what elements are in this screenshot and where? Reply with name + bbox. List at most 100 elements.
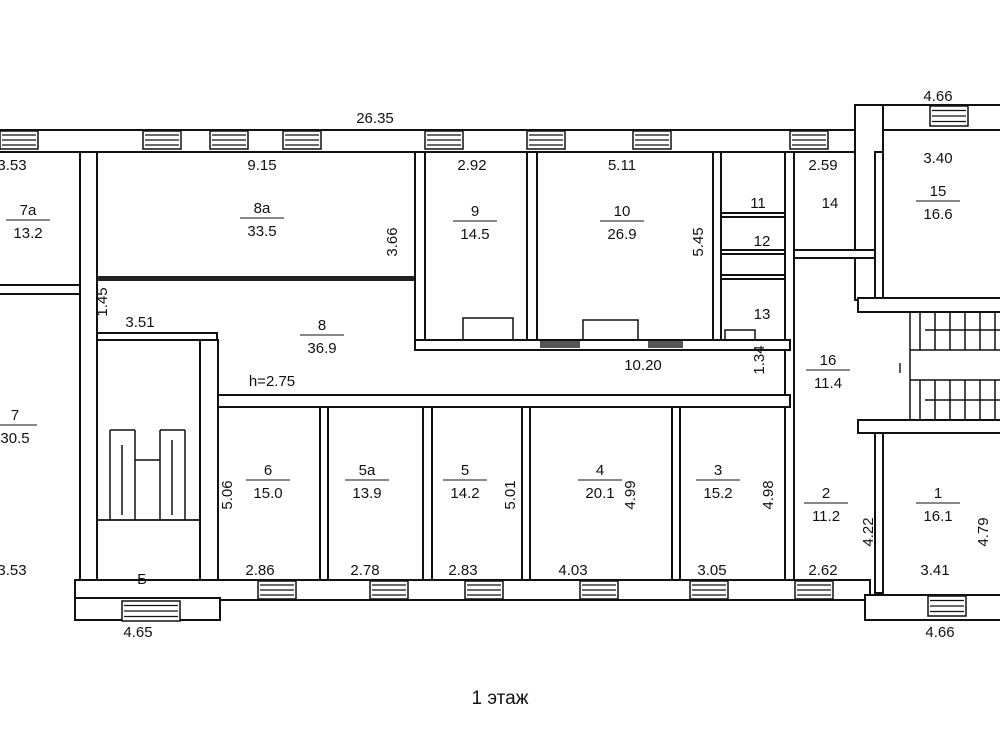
dimension-label: 10.20 (624, 357, 662, 374)
window (464, 580, 504, 600)
dimensions: 26.35 4.66 3.53 9.15 2.92 5.11 2.59 3.40 3.66 5.4… (0, 88, 992, 641)
rooms: 7a13.2730.58a33.5836.9914.51026.91112131… (0, 183, 960, 588)
dimension-label: 4.65 (123, 624, 152, 641)
room-area: 16.1 (923, 508, 952, 525)
room-area: 11.4 (814, 375, 842, 392)
room-area: 15.2 (703, 485, 732, 502)
room-5: 514.2 (443, 462, 487, 502)
dimension-label: 2.86 (245, 562, 274, 579)
room-16: 16 11.4 (806, 352, 850, 392)
room-area: 20.1 (585, 485, 614, 502)
room-I: I (898, 360, 902, 377)
dimension-label: 4.22 (860, 517, 877, 546)
room-number: 10 (614, 203, 631, 220)
room-number: I (898, 360, 902, 377)
window (369, 580, 409, 600)
room-1: 116.1 (916, 485, 960, 525)
room-13: 13 (754, 306, 771, 323)
window (789, 130, 829, 150)
dimension-label: 4.66 (923, 88, 952, 105)
room-area: 13.9 (352, 485, 381, 502)
window (209, 130, 249, 150)
dimension-label: 5.01 (502, 480, 519, 509)
room-8a: 8a 33.5 (240, 200, 284, 240)
dimension-label: 4.66 (925, 624, 954, 641)
window (526, 130, 566, 150)
window (927, 595, 967, 617)
room-number: Б (137, 571, 147, 588)
dimension-label: 3.05 (697, 562, 726, 579)
room-number: 8a (254, 200, 271, 217)
dimension-label: 3.66 (384, 227, 401, 256)
dimension-label: 2.62 (808, 562, 837, 579)
room-number: 1 (934, 485, 942, 502)
floor-plan: 7a13.2730.58a33.5836.9914.51026.91112131… (0, 88, 1000, 641)
window (929, 105, 969, 127)
room-number: 15 (930, 183, 947, 200)
room-number: 16 (820, 352, 837, 369)
dimension-label: 9.15 (247, 157, 276, 174)
room-area: 30.5 (0, 430, 29, 447)
window (142, 130, 182, 150)
room-number: 5a (359, 462, 376, 479)
dimension-label: 4.98 (760, 480, 777, 509)
dimension-label: 1.45 (94, 287, 111, 316)
room-number: 5 (461, 462, 469, 479)
window (424, 130, 464, 150)
window (0, 130, 39, 150)
window (794, 580, 834, 600)
window (579, 580, 619, 600)
room-area: 11.2 (812, 508, 840, 525)
dimension-label: 26.35 (356, 110, 394, 127)
room-area: 26.9 (607, 226, 636, 243)
window (632, 130, 672, 150)
dimension-label: 3.53 (0, 157, 27, 174)
dimension-label: 4.79 (975, 517, 992, 546)
room-number: 4 (596, 462, 604, 479)
dimension-label: 2.92 (457, 157, 486, 174)
floor-caption: 1 этаж (471, 688, 529, 709)
room-4: 420.1 (578, 462, 622, 502)
room-number: 9 (471, 203, 479, 220)
room-area: 13.2 (13, 225, 42, 242)
dimension-label: 2.78 (350, 562, 379, 579)
dimension-label: 2.83 (448, 562, 477, 579)
room-number: 3 (714, 462, 722, 479)
room-number: 13 (754, 306, 771, 323)
room-5a: 5a 13.9 (345, 462, 389, 502)
room-number: 11 (750, 195, 766, 212)
dimension-label: 5.45 (690, 227, 707, 256)
room-number: 2 (822, 485, 830, 502)
room-area: 14.2 (450, 485, 479, 502)
room-area: 14.5 (460, 226, 489, 243)
window (121, 600, 181, 622)
dimension-label: 3.53 (0, 562, 27, 579)
room-area: 36.9 (307, 340, 336, 357)
room-10: 10 26.9 (600, 203, 644, 243)
room-area: 33.5 (247, 223, 276, 240)
room-2: 211.2 (804, 485, 848, 525)
room-7: 730.5 (0, 407, 37, 447)
room-Б: Б (137, 571, 147, 588)
dimension-label: 4.03 (558, 562, 587, 579)
window (257, 580, 297, 600)
room-14: 14 (822, 195, 839, 212)
window (689, 580, 729, 600)
room-11: 11 (750, 195, 766, 212)
ceiling-height-label: h=2.75 (249, 373, 295, 390)
room-3: 315.2 (696, 462, 740, 502)
windows (0, 105, 969, 622)
walls (0, 104, 1000, 621)
dimension-label: 2.59 (808, 157, 837, 174)
dimension-label: 3.40 (923, 150, 952, 167)
dimension-label: 5.11 (608, 157, 636, 174)
dimension-label: 5.06 (219, 480, 236, 509)
dimension-label: 3.51 (125, 314, 154, 331)
room-area: 15.0 (253, 485, 282, 502)
room-6: 615.0 (246, 462, 290, 502)
room-number: 7a (20, 202, 37, 219)
dimension-label: 4.99 (622, 480, 639, 509)
dimension-label: 1.34 (751, 345, 768, 374)
room-number: 12 (754, 233, 771, 250)
